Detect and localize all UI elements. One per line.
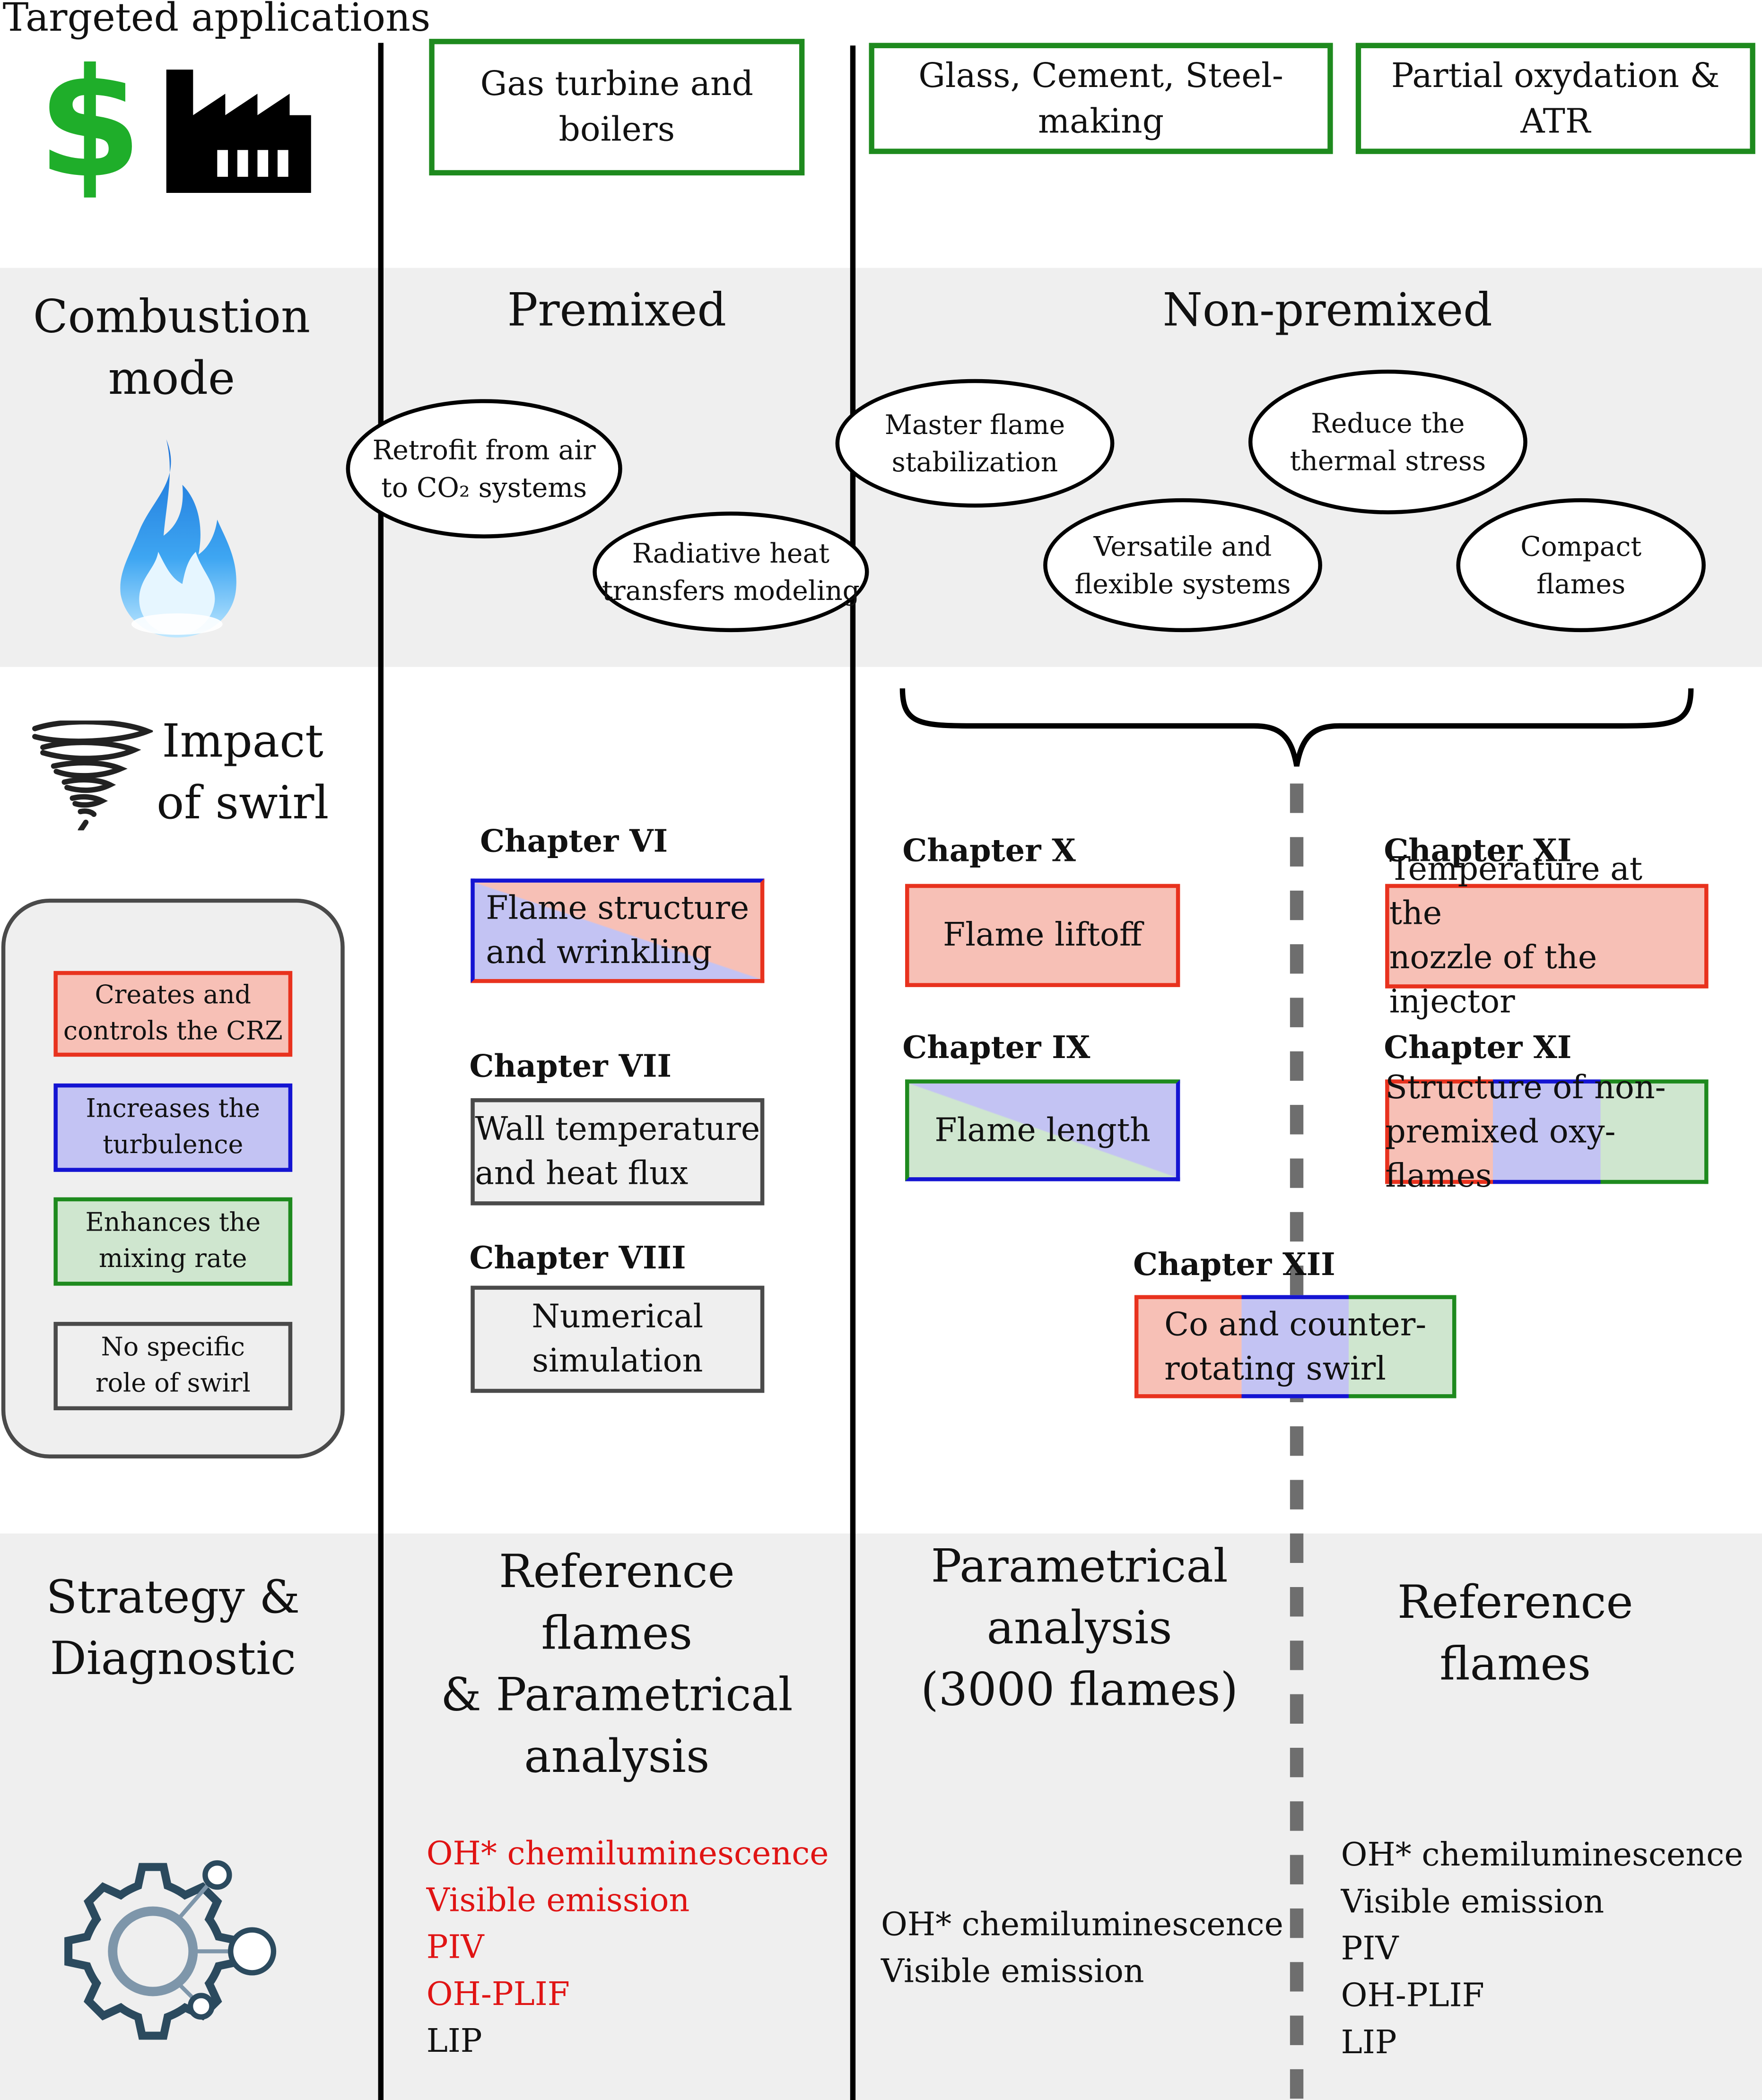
- application-glass-cement-label: Glass, Cement, Steel-making: [918, 55, 1283, 140]
- chapter-vii-title: Chapter VII: [469, 1049, 672, 1085]
- chapter-ix-text: Flame length: [934, 1111, 1151, 1149]
- oval-reduce-stress-text: Reduce the thermal stress: [1290, 407, 1486, 477]
- chapter-xi-a-title: Chapter XI: [1384, 833, 1572, 869]
- diag-item: OH-PLIF: [426, 1975, 570, 2013]
- parametrical-diagnostics: OH* chemiluminescence Visible emission: [881, 1902, 1283, 1996]
- chapter-xii-box: Co and counter- rotating swirl: [1134, 1295, 1457, 1398]
- diag-item: PIV: [1341, 1930, 1399, 1968]
- chapter-vii-box: Wall temperature and heat flux: [471, 1098, 765, 1206]
- targeted-applications-title: Targeted applications: [2, 0, 431, 40]
- legend-mixing: Enhances the mixing rate: [53, 1197, 293, 1286]
- chapter-xi-b-title: Chapter XI: [1384, 1030, 1572, 1066]
- premixed-diagnostics: OH* chemiluminescence Visible emission P…: [427, 1831, 829, 2065]
- dashed-divider: [1290, 783, 1304, 2100]
- curly-brace: [899, 688, 1694, 767]
- legend-turbulence: Increases the turbulence: [53, 1083, 293, 1172]
- dollar-icon: $: [37, 37, 142, 212]
- chapter-vi-box: Flame structure and wrinkling: [471, 878, 765, 983]
- gear-network-icon: [64, 1860, 277, 2040]
- chapter-xi-a-box: Temperature at the nozzle of the injecto…: [1385, 850, 1709, 1021]
- diag-item: OH-PLIF: [1341, 1977, 1484, 2014]
- oval-compact-text: Compact flames: [1520, 530, 1642, 600]
- chapter-xii-title: Chapter XII: [1133, 1247, 1335, 1283]
- chapter-xi-b-box: Structure of non- premixed oxy-flames: [1385, 1068, 1709, 1194]
- legend-mixing-text: Enhances the mixing rate: [85, 1208, 261, 1274]
- combustion-mode-label: Combustion mode: [33, 290, 311, 406]
- premixed-label: Premixed: [507, 284, 727, 338]
- chapter-vii-text: Wall temperature and heat flux: [475, 1110, 760, 1192]
- strategy-reference-label: Reference flames: [1397, 1576, 1633, 1692]
- application-gas-turbine-label: Gas turbine and boilers: [480, 64, 754, 149]
- chapter-viii-box: Numerical simulation: [471, 1285, 765, 1393]
- impact-of-swirl-label: Impact of swirl: [157, 715, 329, 831]
- diag-item: PIV: [426, 1928, 484, 1966]
- chapter-xi-a-text: Temperature at the nozzle of the injecto…: [1389, 850, 1643, 1021]
- diag-item: Visible emission: [426, 1882, 690, 1919]
- chapter-x-title: Chapter X: [902, 833, 1076, 869]
- tornado-icon: [32, 720, 153, 831]
- oval-compact: Compact flames: [1456, 498, 1706, 633]
- strategy-band: [0, 1533, 1762, 2100]
- nonpremixed-label: Non-premixed: [1162, 284, 1492, 338]
- factory-icon: [166, 69, 311, 193]
- legend-crz-text: Creates and controls the CRZ: [63, 980, 283, 1046]
- separator-left: [378, 43, 384, 2100]
- diag-item: LIP: [426, 2022, 482, 2060]
- oval-versatile: Versatile and flexible systems: [1043, 498, 1322, 633]
- legend-turbulence-text: Increases the turbulence: [86, 1094, 261, 1160]
- chapter-x-box: Flame liftoff: [905, 884, 1180, 987]
- strategy-diagnostic-label: Strategy & Diagnostic: [46, 1571, 300, 1686]
- chapter-x-text: Flame liftoff: [942, 916, 1143, 954]
- oval-master-flame: Master flame stabilization: [835, 379, 1115, 508]
- diag-item: Visible emission: [1341, 1883, 1605, 1921]
- chapter-viii-title: Chapter VIII: [469, 1240, 686, 1276]
- chapter-xii-text: Co and counter- rotating swirl: [1164, 1305, 1427, 1387]
- chapter-xi-b-text: Structure of non- premixed oxy-flames: [1385, 1068, 1666, 1194]
- diag-item: LIP: [1341, 2023, 1397, 2061]
- oval-master-flame-text: Master flame stabilization: [884, 408, 1065, 478]
- strategy-parametrical-label: Parametrical analysis (3000 flames): [921, 1540, 1239, 1717]
- chapter-viii-text: Numerical simulation: [532, 1298, 704, 1380]
- separator-right: [850, 45, 856, 2100]
- oval-retrofit: Retrofit from air to CO₂ systems: [346, 399, 622, 538]
- diag-item: Visible emission: [881, 1952, 1144, 1990]
- diag-item: OH* chemiluminescence: [426, 1835, 829, 1873]
- diag-item: OH* chemiluminescence: [881, 1906, 1283, 1944]
- oval-reduce-stress: Reduce the thermal stress: [1248, 369, 1527, 514]
- chapter-ix-title: Chapter IX: [902, 1030, 1090, 1066]
- legend-crz: Creates and controls the CRZ: [53, 971, 293, 1057]
- oval-radiative: Radiative heat transfers modeling: [593, 512, 869, 633]
- oval-retrofit-text: Retrofit from air to CO₂ systems: [372, 434, 596, 504]
- chapter-vi-text: Flame structure and wrinkling: [486, 889, 750, 971]
- legend-no-role: No specific role of swirl: [53, 1322, 293, 1411]
- diag-item: OH* chemiluminescence: [1341, 1836, 1744, 1874]
- reference-diagnostics: OH* chemiluminescence Visible emission P…: [1341, 1832, 1744, 2066]
- flame-icon: [120, 439, 236, 638]
- application-partial-oxydation: Partial oxydation & ATR: [1355, 43, 1755, 154]
- application-gas-turbine: Gas turbine and boilers: [429, 39, 805, 176]
- application-glass-cement: Glass, Cement, Steel-making: [869, 43, 1333, 154]
- legend-no-role-text: No specific role of swirl: [95, 1332, 251, 1398]
- application-partial-oxydation-label: Partial oxydation & ATR: [1391, 55, 1720, 140]
- oval-versatile-text: Versatile and flexible systems: [1074, 530, 1291, 600]
- strategy-premixed-label: Reference flames & Parametrical analysis: [441, 1545, 793, 1784]
- chapter-vi-title: Chapter VI: [480, 824, 668, 860]
- chapter-ix-box: Flame length: [905, 1079, 1180, 1181]
- oval-radiative-text: Radiative heat transfers modeling: [602, 537, 860, 607]
